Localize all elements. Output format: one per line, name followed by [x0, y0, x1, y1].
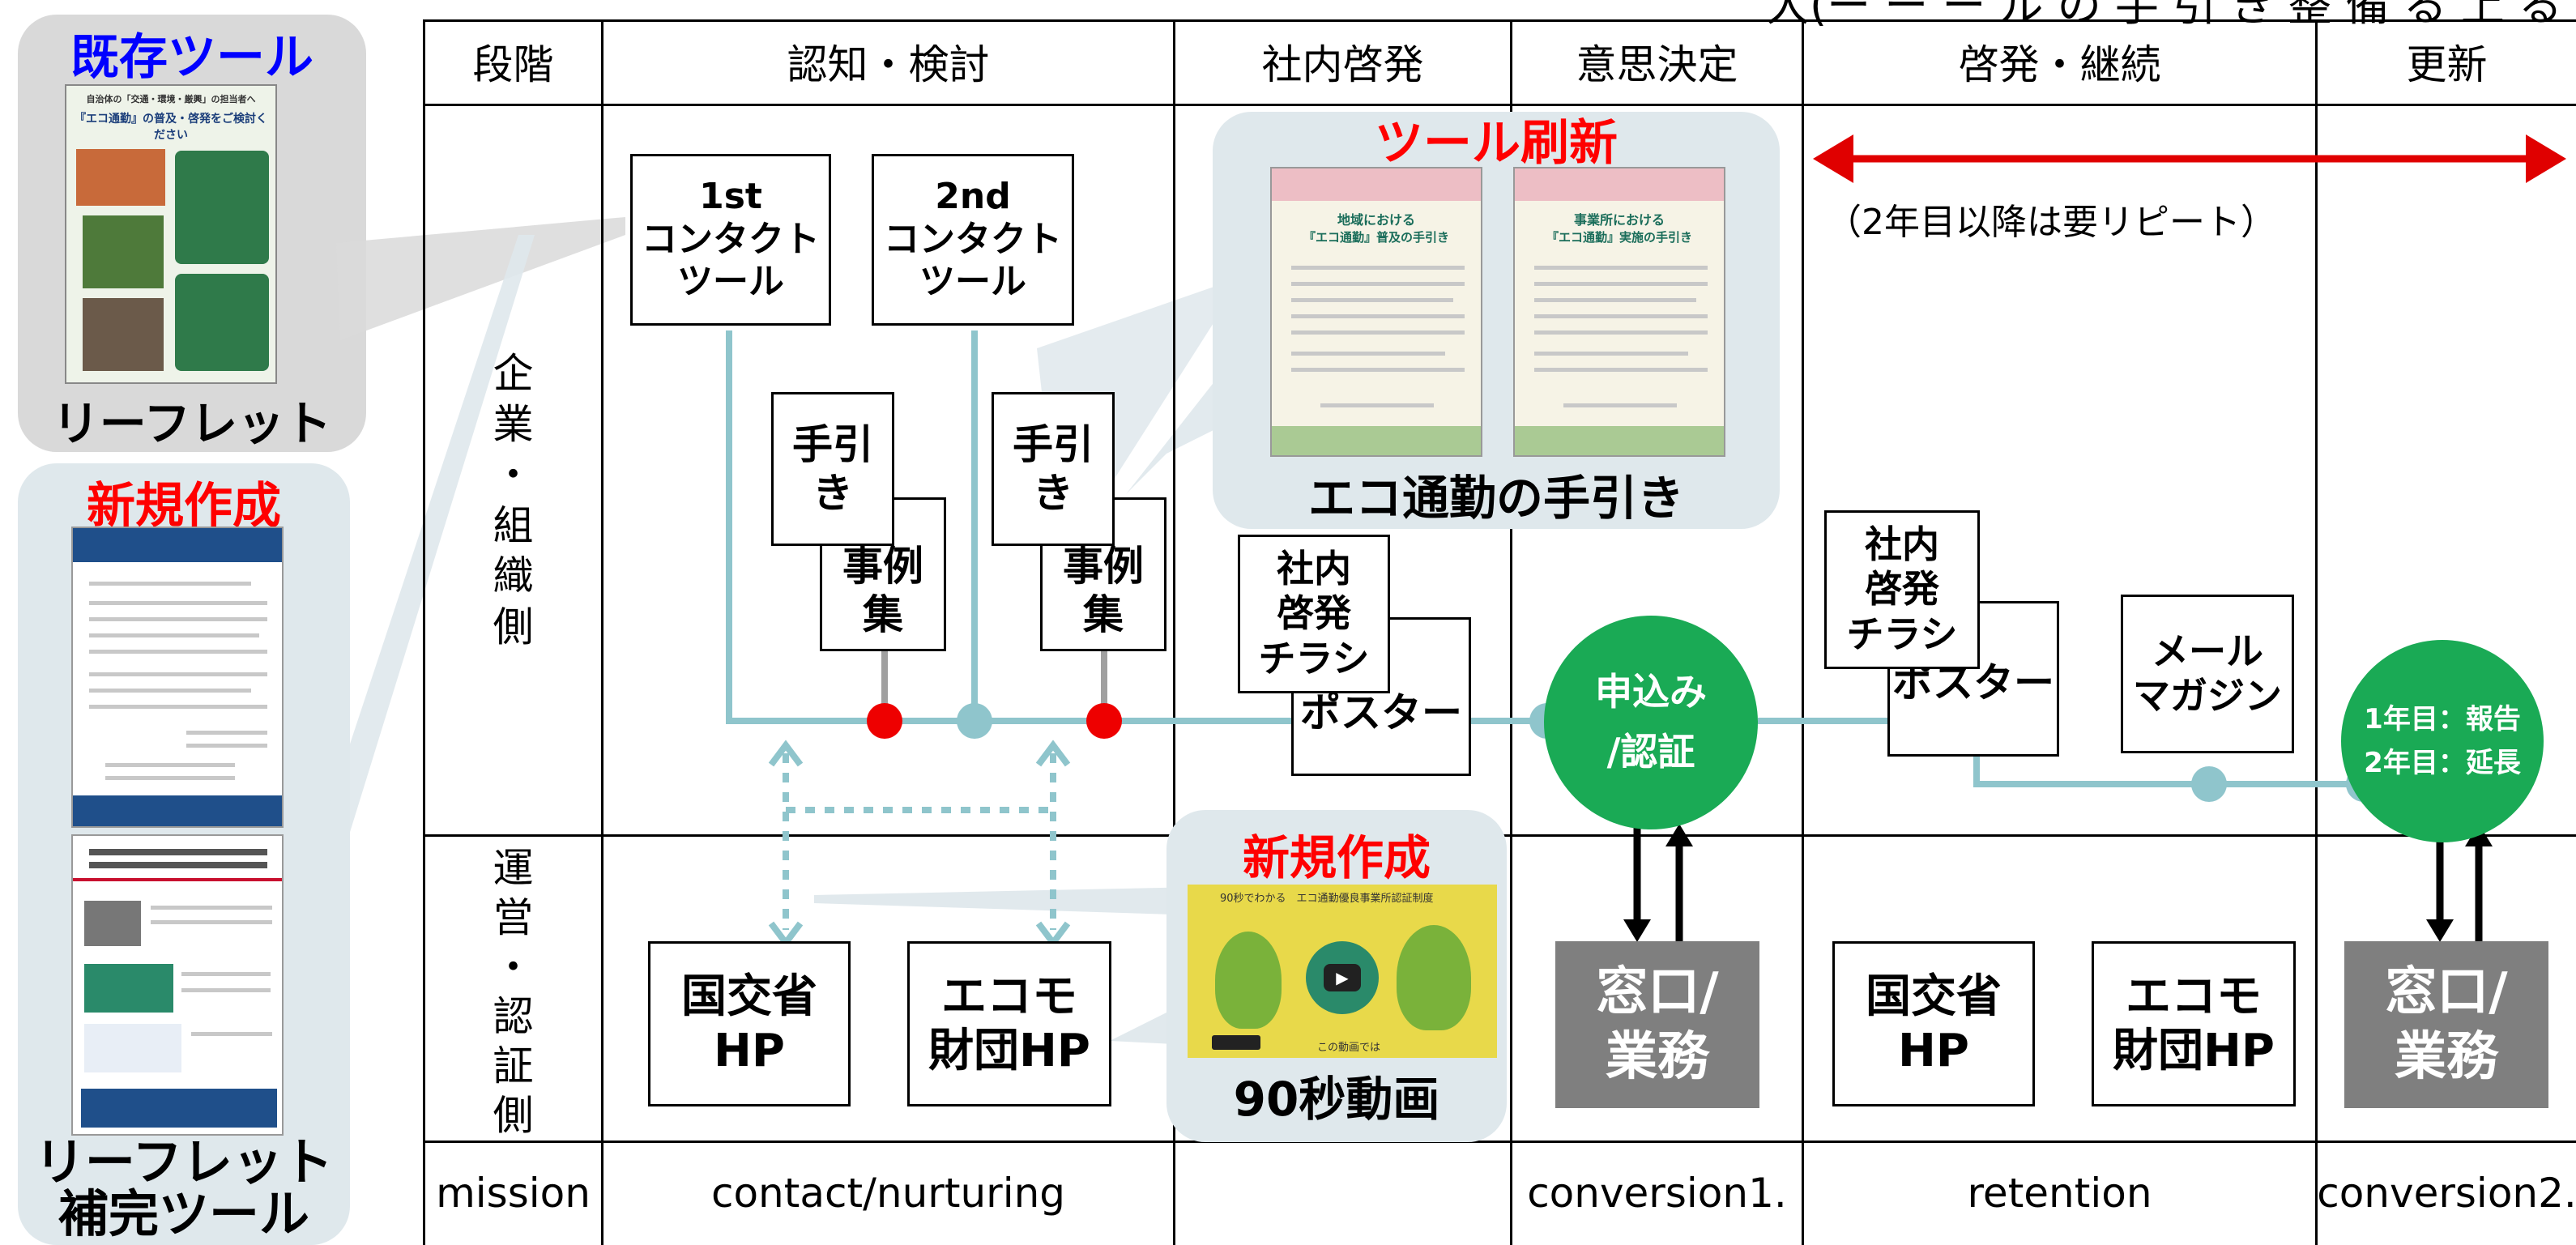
window-service-box-2: 窓口/ 業務	[2344, 941, 2548, 1108]
mlit-hp-box-1[interactable]: 国交省 HP	[648, 941, 851, 1106]
node-red-1	[867, 703, 902, 739]
new-tool-caption-1: リーフレット	[34, 1132, 334, 1192]
guide-doc-regional: 地域における 『エコ通勤』普及の手引き	[1270, 167, 1482, 457]
guide-box-2: 手引 き	[992, 392, 1115, 546]
new-tool-title: 新規作成	[87, 478, 281, 535]
new-leaflet-thumbnail-1	[71, 527, 284, 828]
footer-contact: contact/nurturing	[710, 1169, 1066, 1217]
leaflet-photo-2	[84, 964, 173, 1013]
ecomo-hp-box-2[interactable]: エコモ 財団HP	[2092, 941, 2296, 1106]
leaflet-chart	[84, 1024, 181, 1072]
video-play-icon[interactable]: ▶	[1324, 964, 1361, 991]
leaflet-photo-people	[83, 298, 164, 371]
header-awareness: 認知・検討	[787, 41, 990, 88]
guide-doc-office-line2: 『エコ通勤』実施の手引き	[1546, 230, 1692, 245]
mail-magazine-box: メール マガジン	[2121, 595, 2294, 753]
video-character-right	[1397, 925, 1471, 1030]
existing-leaflet-thumbnail: 自治体の「交通・環境・厳興」の担当者へ 『エコ通勤』の普及・啓発をご検討ください	[65, 84, 277, 384]
node-teal-3	[2191, 766, 2227, 802]
row-label-company: 企 業 ・ 組 織 側	[493, 350, 534, 650]
internal-flyer-box-2: 社内 啓発 チラシ	[1824, 510, 1980, 669]
leaflet-main-text: 『エコ通勤』の普及・啓発をご検討ください	[75, 113, 267, 142]
header-renewal: 更新	[2406, 41, 2488, 88]
footer-conversion1: conversion1.	[1527, 1169, 1787, 1217]
window-service-box-1: 窓口/ 業務	[1555, 941, 1759, 1108]
video-thumbnail[interactable]: 90秒でわかる エコ通勤優良事業所認証制度 ▶ この動画では	[1188, 885, 1497, 1058]
existing-tool-caption: リーフレット	[52, 396, 332, 451]
guide-box-1: 手引 き	[771, 392, 894, 546]
video-title-text: 90秒でわかる エコ通勤優良事業所認証制度	[1220, 893, 1434, 905]
node-red-2	[1086, 703, 1122, 739]
existing-tool-title: 既存ツール	[70, 29, 313, 86]
renewal-circle: 1年目：報告 2年目：延長	[2341, 640, 2544, 842]
header-internal: 社内啓発	[1261, 41, 1424, 88]
header-stage: 段階	[472, 41, 554, 88]
video-subtitle-text: この動画では	[1317, 1042, 1381, 1054]
leaflet-icon-strip	[81, 1089, 277, 1128]
leaflet-photo-walk	[83, 215, 164, 288]
leaflet-info-box	[175, 151, 269, 264]
youtube-logo-icon	[1212, 1035, 1260, 1050]
floral-footer	[73, 795, 282, 826]
floral-header	[73, 528, 282, 562]
guide-doc-regional-line1: 地域における	[1337, 212, 1415, 228]
guide-doc-office: 事業所における 『エコ通勤』実施の手引き	[1513, 167, 1725, 457]
tool-refresh-caption: エコ通勤の手引き	[1307, 471, 1684, 526]
internal-flyer-box-1: 社内 啓発 チラシ	[1238, 535, 1390, 693]
cases-box-2: 事例 集	[1040, 497, 1166, 651]
video-panel-caption: 90秒動画	[1233, 1072, 1440, 1127]
header-decision: 意思決定	[1576, 41, 1738, 88]
video-panel-title: 新規作成	[1242, 830, 1431, 885]
apply-certify-circle: 申込み /認証	[1544, 616, 1758, 829]
row-label-operator: 運 営 ・ 認 証 側	[493, 845, 534, 1139]
leaflet-header-text: 自治体の「交通・環境・厳興」の担当者へ	[86, 94, 256, 104]
top-right-caption: 大(ー ー ー ル の 手 引 き 整 備 る 上 る )	[1766, 0, 2576, 31]
leaflet-info-box-2	[175, 274, 269, 371]
video-character-left	[1215, 932, 1282, 1029]
node-teal-1	[957, 703, 992, 739]
footer-conversion2: conversion2.	[2317, 1169, 2576, 1217]
new-leaflet-thumbnail-2	[71, 834, 284, 1136]
footer-retention: retention	[1967, 1169, 2152, 1217]
guide-doc-office-line1: 事業所における	[1573, 212, 1665, 228]
footer-mission: mission	[436, 1169, 591, 1217]
second-contact-tool-box: 2nd コンタクト ツール	[872, 154, 1074, 326]
new-tool-caption-2: 補完ツール	[58, 1184, 309, 1243]
repeat-note: （2年目以降は要リピート）	[1826, 202, 2276, 243]
leaflet-photo-1	[84, 901, 141, 946]
header-continuation: 啓発・継続	[1958, 41, 2161, 88]
first-contact-tool-box: 1st コンタクト ツール	[630, 154, 831, 326]
leaflet-photo-train	[76, 149, 165, 206]
ecomo-hp-box-1[interactable]: エコモ 財団HP	[907, 941, 1111, 1106]
guide-doc-regional-line2: 『エコ通勤』普及の手引き	[1303, 230, 1449, 245]
mlit-hp-box-2[interactable]: 国交省 HP	[1832, 941, 2035, 1106]
tool-refresh-title: ツール刷新	[1375, 115, 1618, 172]
